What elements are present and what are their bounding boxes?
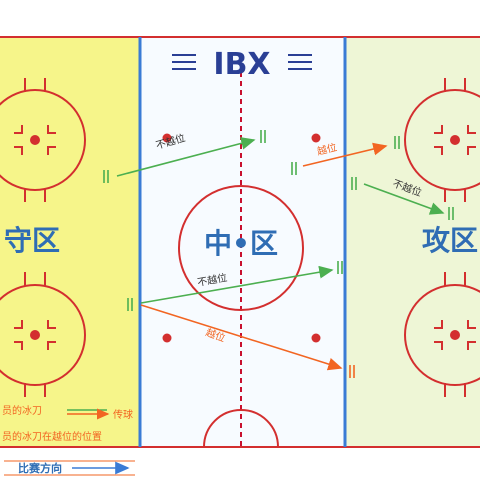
neutral-dot-top-left — [162, 133, 172, 143]
legend: 员的冰刀 传球 员的冰刀在越位的位置 — [2, 404, 133, 443]
neutral-dot-top-right — [311, 133, 321, 143]
bottom-circle-arc — [203, 409, 279, 448]
pass-arrow-center-not-offside — [140, 265, 334, 304]
zone-label-attack: 攻区 — [422, 224, 478, 257]
legend-offside-position-label: 员的冰刀在越位的位置 — [2, 430, 102, 443]
skate-marker — [103, 130, 454, 378]
faceoff-circle-bottom-left — [0, 272, 86, 397]
center-circle — [178, 185, 304, 311]
direction-label: 比赛方向 — [18, 461, 62, 475]
logo: IBX — [172, 47, 312, 82]
zone-label-neutral: 中•区 — [204, 227, 278, 260]
pass-arrow-right-not-offside — [363, 183, 445, 215]
logo-text: IBX — [213, 47, 270, 82]
faceoff-circle-top-right — [404, 78, 480, 202]
legend-skate-label: 员的冰刀 — [2, 404, 42, 417]
neutral-zone — [140, 37, 345, 447]
zone-label-defense: 守区 — [4, 224, 60, 257]
attack-zone — [345, 37, 480, 447]
pass-arrow-top-offside — [302, 142, 388, 167]
direction-indicator: 比赛方向 — [4, 460, 135, 476]
neutral-dot-bottom-left — [162, 333, 172, 343]
legend-pass-label: 传球 — [113, 408, 133, 421]
neutral-dot-bottom-right — [311, 333, 321, 343]
pass-arrow-top-not-offside — [116, 137, 256, 177]
faceoff-circle-top-left — [0, 78, 86, 202]
faceoff-circle-bottom-right — [404, 272, 480, 397]
pass-arrow-center-offside — [140, 304, 343, 371]
